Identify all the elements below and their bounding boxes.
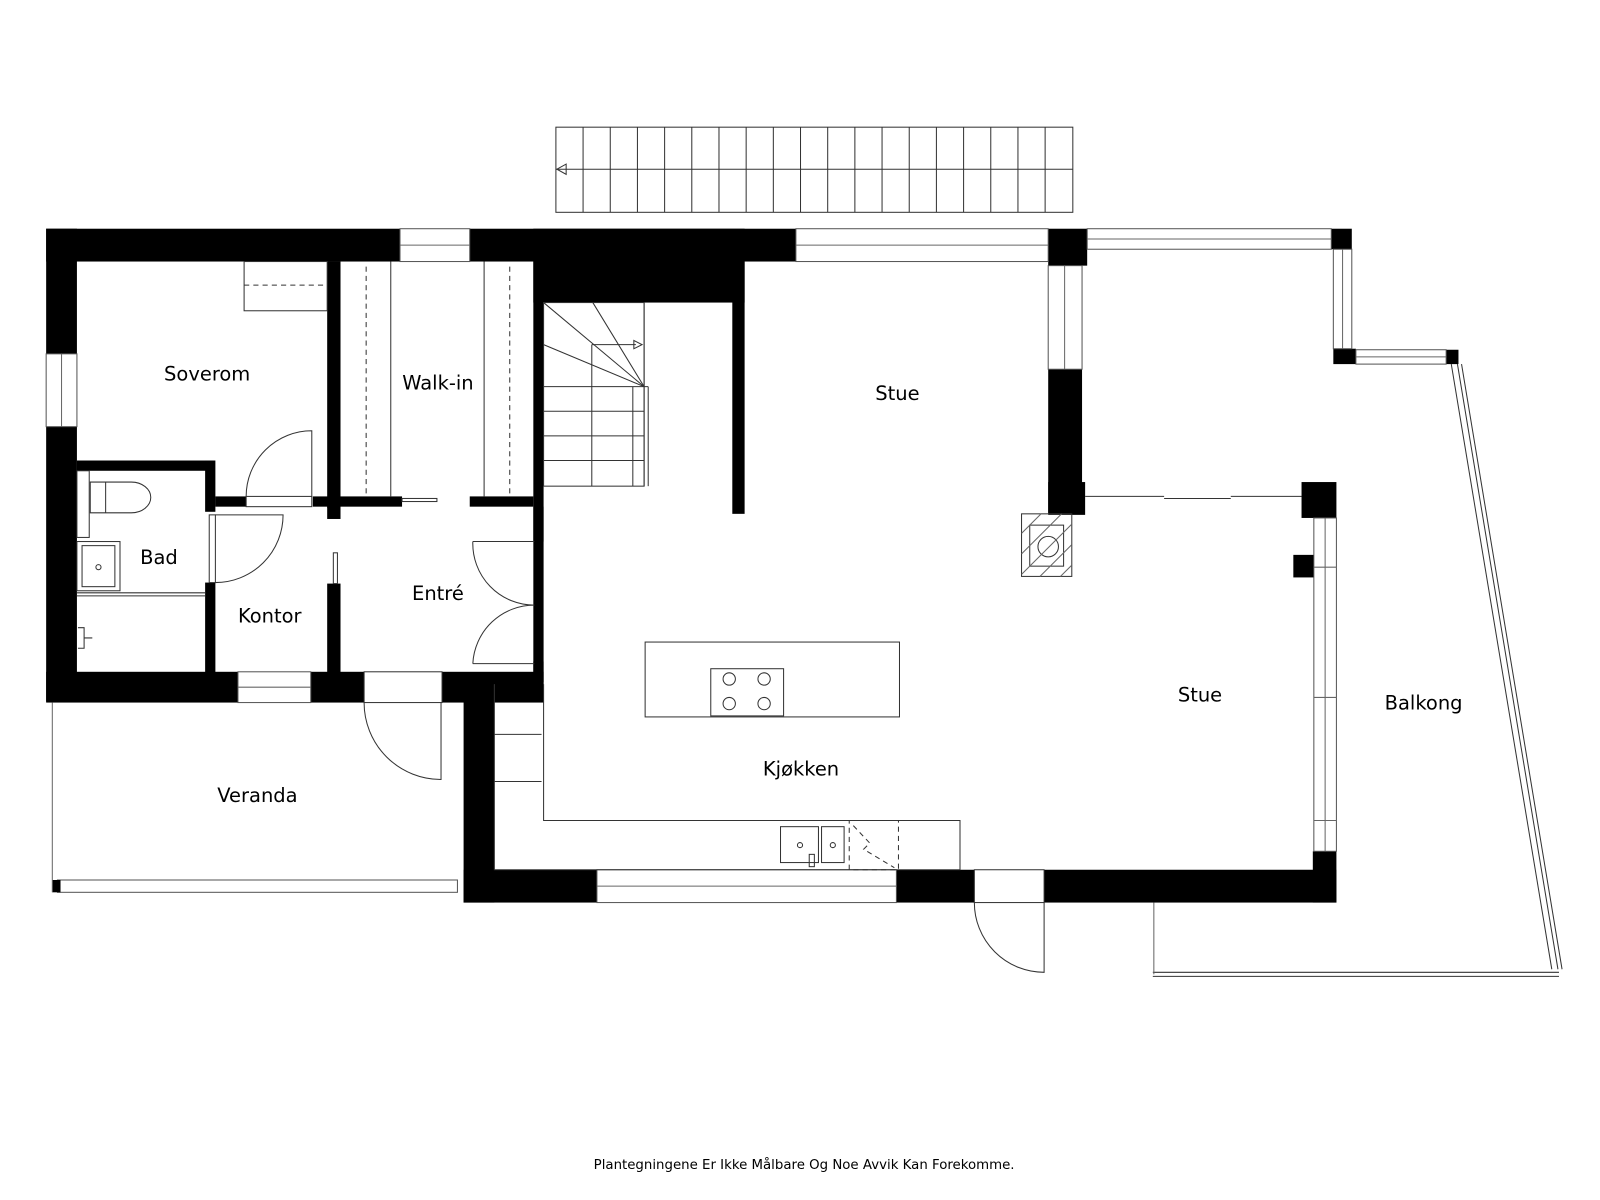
washbasin-icon — [81, 545, 116, 588]
balcony-railing — [1152, 364, 1563, 977]
fireplace-icon — [1021, 513, 1073, 577]
stair-arrow-icon — [633, 339, 644, 350]
exterior-stair — [555, 126, 1074, 213]
room-label-kontor: Kontor — [238, 605, 302, 628]
veranda-door — [363, 702, 442, 781]
front-door — [973, 902, 1045, 973]
entre-door-upper — [472, 541, 535, 606]
bad-door — [215, 514, 284, 584]
sink-icon — [780, 826, 819, 864]
soverom-door — [245, 430, 313, 497]
stair-direction-arrow-icon — [555, 163, 567, 176]
room-label-bad: Bad — [140, 546, 178, 569]
disclaimer-text: Plantegningene Er Ikke Målbare Og Noe Av… — [594, 1156, 1015, 1173]
room-label-stue-lower: Stue — [1178, 684, 1222, 707]
walls — [46, 228, 1459, 903]
room-label-kjokken: Kjøkken — [763, 757, 839, 780]
room-label-soverom: Soverom — [164, 363, 250, 386]
wardrobe — [243, 261, 328, 312]
shower-icon — [77, 627, 93, 649]
room-label-entre: Entré — [412, 582, 464, 605]
doors[interactable] — [208, 430, 1045, 973]
room-label-balkong: Balkong — [1385, 692, 1463, 715]
sliding-door[interactable] — [1085, 495, 1302, 499]
kitchen-fixtures — [493, 641, 961, 871]
windows — [45, 228, 1447, 904]
bathroom-fixtures — [76, 470, 206, 649]
cooktop — [710, 668, 785, 717]
walk-in-shelves — [365, 261, 511, 503]
toilet-icon — [89, 481, 152, 514]
room-label-veranda: Veranda — [217, 784, 297, 807]
entre-door-lower — [472, 604, 535, 664]
room-label-stue-upper: Stue — [875, 382, 919, 405]
room-label-walk-in: Walk-in — [402, 372, 473, 395]
interior-stair — [543, 302, 649, 487]
kitchen-island — [644, 641, 900, 718]
room-labels: Soverom Walk-in Bad Kontor Entré Veranda… — [140, 363, 1462, 808]
